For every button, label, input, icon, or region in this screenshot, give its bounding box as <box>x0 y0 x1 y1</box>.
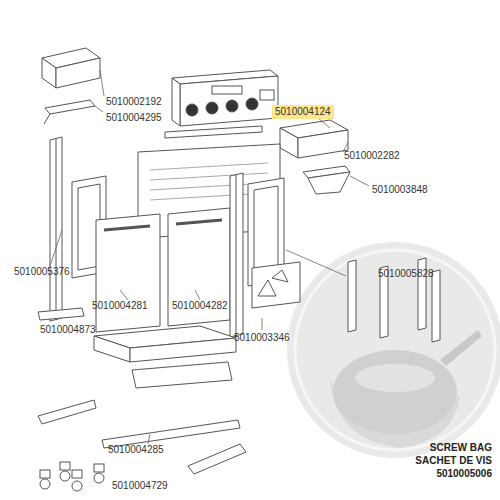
part-number: 5010004124 <box>275 106 331 117</box>
screw-bag-note: 5010005006 <box>436 468 492 480</box>
part-number: 5010004729 <box>112 480 168 492</box>
screw-bag-note: SACHET DE VIS <box>415 455 492 467</box>
screw-bag-note: SCREW BAG <box>430 442 492 454</box>
part-number: 5010003346 <box>234 332 290 344</box>
watermark <box>287 242 500 458</box>
part-number: 5010002192 <box>106 96 162 108</box>
part-number: 5010002282 <box>344 150 400 162</box>
part-number: 5010005376 <box>14 266 70 278</box>
part-number: 5010004295 <box>106 112 162 124</box>
part-number: 5010004285 <box>108 444 164 456</box>
part-number: 5010004282 <box>172 300 228 312</box>
parts <box>38 48 440 491</box>
part-number: 5010004281 <box>92 300 148 312</box>
part-number: 5010003848 <box>372 184 428 196</box>
part-number: 5010005828 <box>378 268 434 280</box>
highlighted-part-number: 5010004124 <box>272 105 334 119</box>
part-number: 5010004873 <box>40 324 96 336</box>
leader-lines <box>50 70 369 444</box>
